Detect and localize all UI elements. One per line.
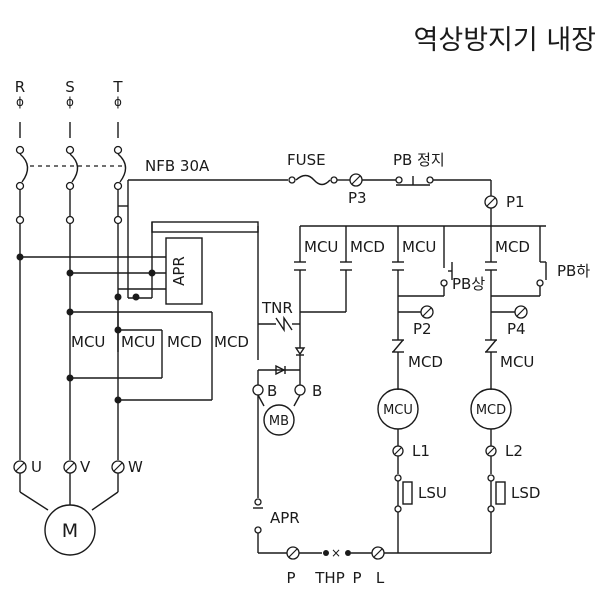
terminal-p3: P3	[348, 173, 367, 207]
tnr-label: TNR	[261, 299, 293, 317]
bottom-return-line: ×	[258, 546, 491, 560]
interlock-mcu-nc	[485, 339, 497, 390]
phase-s-label: S ϕ	[65, 78, 75, 109]
terminal-p2: P2	[398, 305, 434, 338]
svg-text:S: S	[65, 78, 75, 96]
phase-lines	[19, 122, 119, 138]
bottom-p-left: P	[286, 569, 295, 587]
main-contactors	[66, 308, 213, 404]
terminal-p4: P4	[491, 305, 528, 338]
control-contact-row	[294, 226, 541, 340]
svg-text:R: R	[15, 78, 25, 96]
svg-text:MCD: MCD	[476, 403, 506, 418]
fuse-label: FUSE	[287, 151, 326, 169]
nfb-label: NFB 30A	[145, 157, 210, 175]
ctrl-mcd-label-1: MCD	[350, 238, 385, 256]
tnr-element	[258, 312, 301, 340]
nfb-breaker	[15, 145, 127, 225]
svg-text:P2: P2	[413, 320, 432, 338]
svg-text:ϕ: ϕ	[66, 95, 74, 109]
phase-r-label: R ϕ	[15, 78, 25, 109]
svg-text:T: T	[112, 78, 123, 96]
bottom-l: L	[376, 569, 385, 587]
svg-text:B: B	[312, 382, 322, 400]
svg-text:MB: MB	[269, 414, 289, 429]
coil-mcd: MCD	[470, 388, 512, 446]
pb-down-button	[491, 261, 547, 297]
interlock-mcd-label: MCD	[408, 353, 443, 371]
motor: M	[19, 473, 119, 556]
control-supply-line	[127, 179, 288, 298]
apr-relay: APR	[16, 221, 259, 360]
brake-terminals: B B	[252, 382, 322, 407]
interlock-mcu-label: MCU	[500, 353, 534, 371]
svg-text:P1: P1	[506, 193, 525, 211]
svg-text:L1: L1	[412, 442, 430, 460]
svg-text:L2: L2	[505, 442, 523, 460]
terminal-p1: P1	[484, 180, 525, 226]
svg-text:P4: P4	[507, 320, 526, 338]
pb-stop-label: PB 정지	[393, 151, 445, 169]
pb-down-label: PB하	[557, 262, 590, 280]
pb-up-label: PB상	[452, 275, 485, 293]
rectifier-diode	[258, 340, 306, 386]
terminal-u: U	[13, 458, 42, 476]
svg-text:APR: APR	[170, 256, 188, 286]
terminal-w: W	[111, 458, 143, 476]
fuse	[288, 174, 350, 186]
diagram-title: 역상방지기 내장	[414, 25, 596, 56]
mcu-contact-label-a: MCU	[71, 333, 105, 351]
pb-up-button	[398, 262, 453, 297]
svg-text:×: ×	[331, 546, 341, 560]
interlock-mcd-nc	[392, 339, 404, 390]
phase-t-label: T ϕ	[112, 78, 123, 109]
svg-text:MCU: MCU	[383, 403, 413, 418]
limit-switch-lsd	[487, 474, 506, 553]
terminal-v: V	[63, 458, 91, 476]
svg-text:U: U	[31, 458, 42, 476]
mcd-contact-label-b: MCD	[214, 333, 249, 351]
mcd-contact-label-a: MCD	[167, 333, 202, 351]
svg-text:M: M	[62, 520, 78, 542]
ctrl-mcu-label-2: MCU	[402, 238, 436, 256]
pb-stop-button	[362, 176, 491, 186]
terminal-l1: L1	[392, 442, 430, 474]
svg-text:P3: P3	[348, 189, 367, 207]
ctrl-mcd-label-2: MCD	[495, 238, 530, 256]
svg-text:V: V	[80, 458, 91, 476]
svg-text:W: W	[128, 458, 143, 476]
apr-contact-label: APR	[270, 509, 300, 527]
lsd-label: LSD	[511, 484, 540, 502]
bottom-thp: THP	[314, 569, 345, 587]
brake-coil-mb: MB	[263, 404, 295, 436]
apr-contact	[253, 370, 263, 553]
coil-mcu: MCU	[377, 388, 419, 446]
ctrl-mcu-label-1: MCU	[304, 238, 338, 256]
limit-switch-lsu	[394, 474, 413, 553]
mcu-contact-label-b: MCU	[121, 333, 155, 351]
svg-text:ϕ: ϕ	[114, 95, 122, 109]
svg-text:ϕ: ϕ	[16, 95, 24, 109]
lsu-label: LSU	[418, 484, 447, 502]
terminal-l2: L2	[485, 442, 523, 474]
bottom-p-right: P	[352, 569, 361, 587]
svg-text:B: B	[267, 382, 277, 400]
